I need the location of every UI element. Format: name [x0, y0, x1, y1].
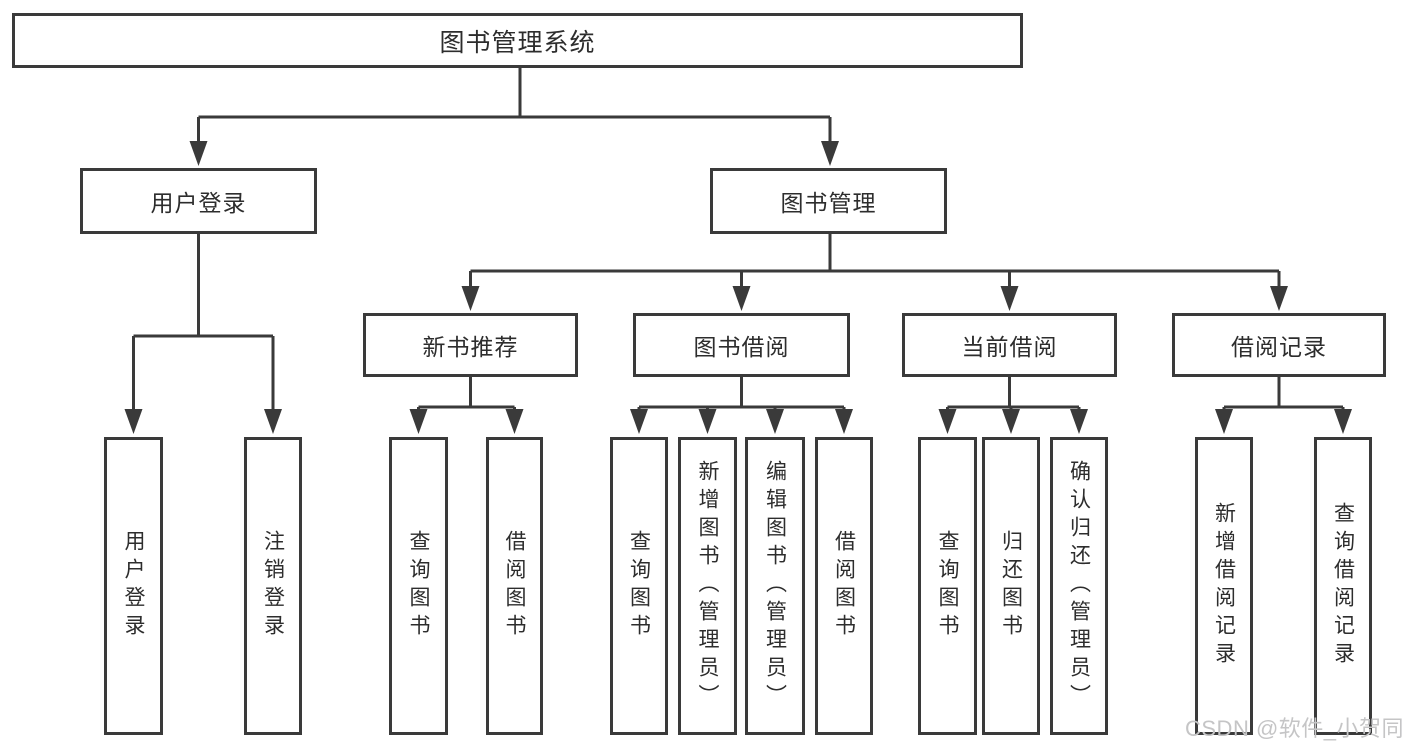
leaf-newbooks-borrow-books: 借阅图书: [486, 437, 543, 735]
leaf-label: 查询图书: [627, 530, 651, 642]
leaf-label: 借阅图书: [503, 530, 526, 642]
leaf-borrowing-query-books: 查询图书: [610, 437, 668, 735]
node-user-login: 用户登录: [80, 168, 317, 234]
node-library-management-system: 图书管理系统: [12, 13, 1023, 68]
leaf-records-add-borrow-record: 新增借阅记录: [1195, 437, 1253, 735]
leaf-label: 归还图书: [999, 530, 1023, 642]
leaf-borrowing-borrow-books: 借阅图书: [815, 437, 873, 735]
node-new-book-recommendation: 新书推荐: [363, 313, 578, 377]
leaf-current-return-books: 归还图书: [982, 437, 1040, 735]
leaf-records-query-borrow-record: 查询借阅记录: [1314, 437, 1372, 735]
leaf-borrowing-add-books-admin: 新增图书（管理员）: [678, 437, 737, 735]
leaf-label: 借阅图书: [832, 530, 856, 642]
leaf-label: 查询图书: [936, 530, 959, 642]
node-borrowing-records: 借阅记录: [1172, 313, 1386, 377]
leaf-label: 确认归还（管理员）: [1067, 460, 1091, 712]
csdn-watermark: CSDN @软件_小贺同学: [1185, 716, 1405, 741]
leaf-current-query-books: 查询图书: [918, 437, 977, 735]
node-book-borrowing: 图书借阅: [633, 313, 850, 377]
node-current-borrowing: 当前借阅: [902, 313, 1117, 377]
leaf-logout: 注销登录: [244, 437, 302, 735]
leaf-label: 查询借阅记录: [1331, 502, 1355, 670]
leaf-current-confirm-return-admin: 确认归还（管理员）: [1050, 437, 1108, 735]
leaf-label: 用户登录: [122, 530, 145, 642]
leaf-borrowing-edit-books-admin: 编辑图书（管理员）: [745, 437, 805, 735]
leaf-label: 新增图书（管理员）: [696, 460, 719, 712]
leaf-label: 新增借阅记录: [1212, 502, 1236, 670]
arrowheads: [124, 141, 1352, 434]
leaf-newbooks-query-books: 查询图书: [389, 437, 448, 735]
node-book-management: 图书管理: [710, 168, 947, 234]
leaf-label: 编辑图书（管理员）: [763, 460, 787, 712]
leaf-user-login: 用户登录: [104, 437, 163, 735]
leaf-label: 注销登录: [261, 530, 285, 642]
leaf-label: 查询图书: [407, 530, 430, 642]
